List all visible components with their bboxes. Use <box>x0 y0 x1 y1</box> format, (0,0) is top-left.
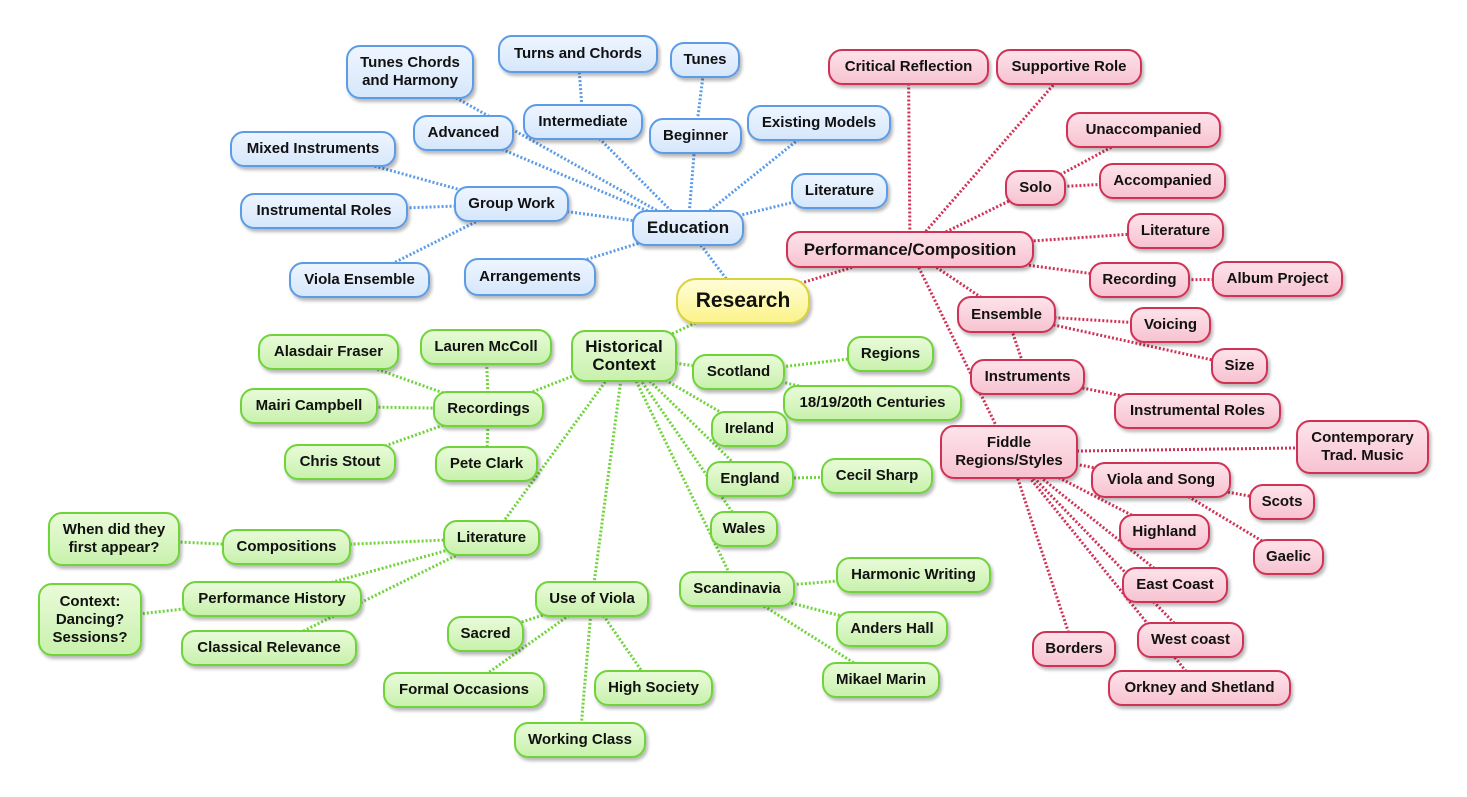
node-hist-literature[interactable]: Literature <box>443 520 540 556</box>
node-instrumental-roles-perf[interactable]: Instrumental Roles <box>1114 393 1281 429</box>
node-gaelic[interactable]: Gaelic <box>1253 539 1324 575</box>
node-size[interactable]: Size <box>1211 348 1268 384</box>
node-advanced[interactable]: Advanced <box>413 115 514 151</box>
node-beginner[interactable]: Beginner <box>649 118 742 154</box>
node-mairi-campbell[interactable]: Mairi Campbell <box>240 388 378 424</box>
node-tunes[interactable]: Tunes <box>670 42 740 78</box>
node-scandinavia[interactable]: Scandinavia <box>679 571 795 607</box>
node-research[interactable]: Research <box>676 278 810 324</box>
node-chris-stout[interactable]: Chris Stout <box>284 444 396 480</box>
node-scots[interactable]: Scots <box>1249 484 1315 520</box>
link-performance-composition-supportive-role <box>908 66 1071 251</box>
node-scotland[interactable]: Scotland <box>692 354 785 390</box>
node-accompanied[interactable]: Accompanied <box>1099 163 1226 199</box>
node-existing-models[interactable]: Existing Models <box>747 105 891 141</box>
link-fiddle-regions-styles-borders <box>1007 451 1076 650</box>
node-fiddle-regions-styles[interactable]: Fiddle Regions/Styles <box>940 425 1078 479</box>
node-critical-reflection[interactable]: Critical Reflection <box>828 49 989 85</box>
node-perf-literature[interactable]: Literature <box>1127 213 1224 249</box>
node-england[interactable]: England <box>706 461 794 497</box>
node-anders-hall[interactable]: Anders Hall <box>836 611 948 647</box>
node-instruments[interactable]: Instruments <box>970 359 1085 395</box>
node-historical-context[interactable]: Historical Context <box>571 330 677 382</box>
link-performance-composition-critical-reflection <box>907 66 912 250</box>
node-context-dancing-sessions[interactable]: Context: Dancing? Sessions? <box>38 583 142 656</box>
link-historical-context-wales <box>622 355 746 530</box>
node-album-project[interactable]: Album Project <box>1212 261 1343 297</box>
node-instrumental-roles-edu[interactable]: Instrumental Roles <box>240 193 408 229</box>
node-regions[interactable]: Regions <box>847 336 934 372</box>
node-supportive-role[interactable]: Supportive Role <box>996 49 1142 85</box>
node-mixed-instruments[interactable]: Mixed Instruments <box>230 131 396 167</box>
node-use-of-viola[interactable]: Use of Viola <box>535 581 649 617</box>
node-contemporary-trad-music[interactable]: Contemporary Trad. Music <box>1296 420 1429 474</box>
node-west-coast[interactable]: West coast <box>1137 622 1244 658</box>
link-fiddle-regions-styles-contemporary-trad-music <box>1008 445 1363 454</box>
node-formal-occasions[interactable]: Formal Occasions <box>383 672 545 708</box>
node-borders[interactable]: Borders <box>1032 631 1116 667</box>
link-historical-context-use-of-viola <box>590 355 626 600</box>
node-when-did-they-first-appear[interactable]: When did they first appear? <box>48 512 180 566</box>
link-fiddle-regions-styles-west-coast <box>1007 450 1192 642</box>
node-recordings[interactable]: Recordings <box>433 391 544 427</box>
node-performance-composition[interactable]: Performance/Composition <box>786 231 1034 268</box>
node-solo[interactable]: Solo <box>1005 170 1066 206</box>
node-mikael-marin[interactable]: Mikael Marin <box>822 662 940 698</box>
node-18-19-20th-centuries[interactable]: 18/19/20th Centuries <box>783 385 962 421</box>
node-turns-and-chords[interactable]: Turns and Chords <box>498 35 658 73</box>
link-use-of-viola-working-class <box>578 598 594 741</box>
node-unaccompanied[interactable]: Unaccompanied <box>1066 112 1221 148</box>
node-arrangements[interactable]: Arrangements <box>464 258 596 296</box>
node-education[interactable]: Education <box>632 210 744 246</box>
node-sacred[interactable]: Sacred <box>447 616 524 652</box>
link-historical-context-hist-literature <box>490 355 626 539</box>
node-edu-literature[interactable]: Literature <box>791 173 888 209</box>
node-performance-history[interactable]: Performance History <box>182 581 362 617</box>
node-harmonic-writing[interactable]: Harmonic Writing <box>836 557 991 593</box>
node-recording[interactable]: Recording <box>1089 262 1190 298</box>
link-fiddle-regions-styles-east-coast <box>1008 450 1176 587</box>
node-alasdair-fraser[interactable]: Alasdair Fraser <box>258 334 399 370</box>
node-lauren-mccoll[interactable]: Lauren McColl <box>420 329 552 365</box>
node-viola-ensemble[interactable]: Viola Ensemble <box>289 262 430 298</box>
node-compositions[interactable]: Compositions <box>222 529 351 565</box>
node-tunes-chords-harmony[interactable]: Tunes Chords and Harmony <box>346 45 474 99</box>
node-high-society[interactable]: High Society <box>594 670 713 706</box>
node-classical-relevance[interactable]: Classical Relevance <box>181 630 357 666</box>
link-hist-literature-classical-relevance <box>268 536 493 650</box>
node-wales[interactable]: Wales <box>710 511 778 547</box>
link-recording-album-project <box>1139 277 1278 282</box>
node-cecil-sharp[interactable]: Cecil Sharp <box>821 458 933 494</box>
node-ireland[interactable]: Ireland <box>711 411 788 447</box>
node-working-class[interactable]: Working Class <box>514 722 646 758</box>
node-group-work[interactable]: Group Work <box>454 186 569 222</box>
link-historical-context-scandinavia <box>622 355 739 590</box>
node-pete-clark[interactable]: Pete Clark <box>435 446 538 482</box>
node-highland[interactable]: Highland <box>1119 514 1210 550</box>
node-intermediate[interactable]: Intermediate <box>523 104 643 140</box>
node-voicing[interactable]: Voicing <box>1130 307 1211 343</box>
node-ensemble[interactable]: Ensemble <box>957 296 1056 333</box>
node-viola-and-song[interactable]: Viola and Song <box>1091 462 1231 498</box>
node-orkney-and-shetland[interactable]: Orkney and Shetland <box>1108 670 1291 706</box>
link-ensemble-instruments <box>1005 314 1029 378</box>
link-performance-composition-fiddle-regions-styles <box>908 248 1011 453</box>
node-east-coast[interactable]: East Coast <box>1122 567 1228 603</box>
